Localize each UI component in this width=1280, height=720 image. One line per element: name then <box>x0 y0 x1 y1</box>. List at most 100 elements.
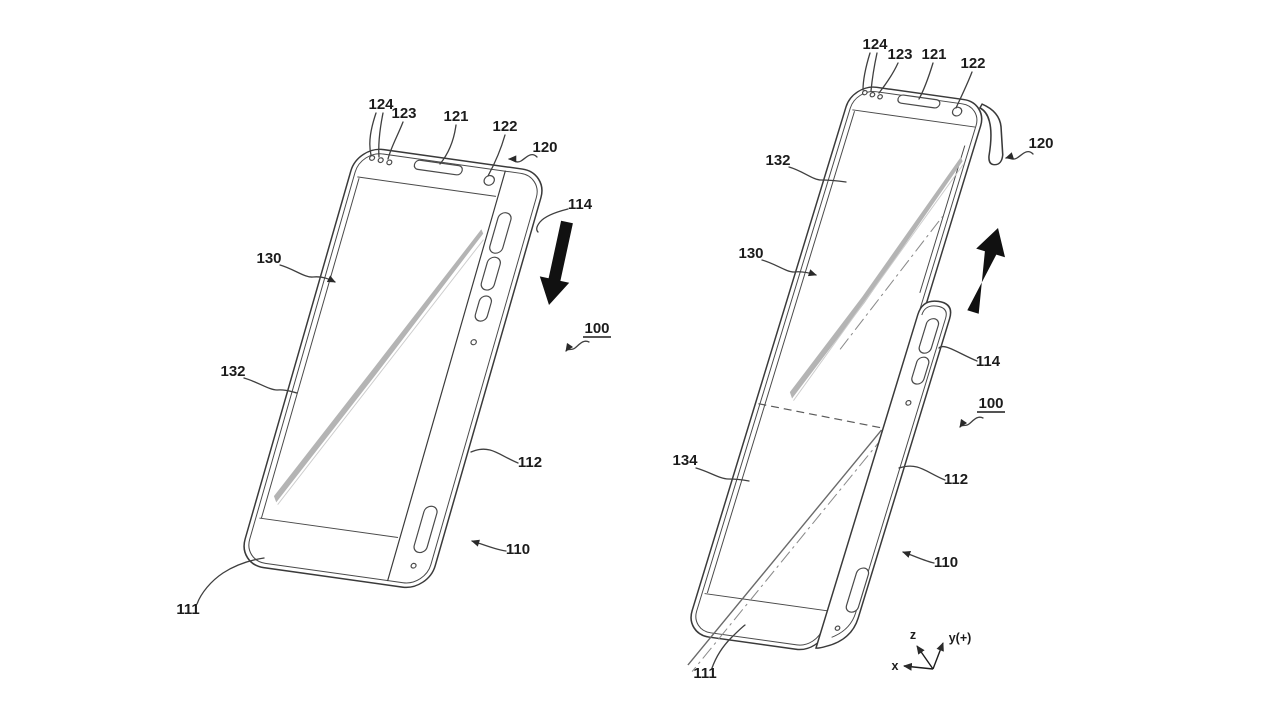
ref-label-123: 123 <box>887 46 912 63</box>
extended-screen-diagonal <box>687 429 883 666</box>
screen-reflection-thin <box>793 163 965 401</box>
leader-130-arrow <box>279 264 336 283</box>
side-speaker-slot <box>845 567 870 613</box>
ref-label-100: 100 <box>584 320 609 337</box>
leader-100-squiggle-arrow <box>959 416 984 428</box>
display-right-edge-line <box>919 145 966 293</box>
side-housing-panel <box>814 300 952 649</box>
ref-label-130: 130 <box>256 250 281 267</box>
upper-fold-centerline <box>839 215 944 350</box>
top-bezel-line <box>357 176 497 197</box>
ref-label-114: 114 <box>568 196 593 213</box>
leader-124-b <box>870 52 878 92</box>
earpiece-speaker-slot <box>413 159 463 176</box>
figure-left-leader-lines <box>196 112 611 605</box>
ref-label-124: 124 <box>368 96 394 113</box>
leader-112 <box>470 448 519 464</box>
side-panel-fold-line <box>386 170 506 582</box>
roll-boundary-dashed-line <box>758 403 885 429</box>
ref-label-132: 132 <box>765 152 790 169</box>
leader-132 <box>243 377 298 394</box>
leader-123 <box>878 62 899 94</box>
screen-reflection <box>789 156 963 399</box>
leader-121 <box>439 124 457 165</box>
leader-114 <box>938 345 978 362</box>
ref-label-112: 112 <box>944 471 968 488</box>
x-axis-arrow <box>903 662 934 671</box>
leader-120-squiggle-arrow <box>508 154 538 163</box>
screen-left-edge <box>706 111 856 594</box>
top-bezel-line <box>852 109 976 128</box>
figure-right-labels: 124 123 121 122 120 132 130 114 100 134 … <box>672 36 1053 682</box>
leader-110-arrow <box>902 551 935 564</box>
figure-left-compact-phone <box>243 148 573 589</box>
ref-label-121: 121 <box>921 46 946 63</box>
ref-label-122: 122 <box>492 118 517 135</box>
leader-100-squiggle-arrow <box>565 340 590 352</box>
volume-up-button <box>918 318 940 354</box>
screen-left-edge <box>260 178 360 519</box>
ref-label-120: 120 <box>532 139 557 156</box>
leader-111 <box>196 557 265 605</box>
leader-111 <box>711 624 746 669</box>
front-camera-lens <box>951 106 963 117</box>
sensor-dot <box>377 157 384 164</box>
leader-134 <box>695 467 750 482</box>
leader-124-b <box>378 112 384 158</box>
figure-right-leader-lines <box>695 52 1034 669</box>
sensor-dot <box>869 92 876 98</box>
volume-down-button <box>480 256 501 291</box>
side-speaker-slot <box>413 505 438 554</box>
leader-114 <box>536 208 569 233</box>
side-mic-hole <box>905 399 912 406</box>
ref-label-111: 111 <box>693 665 716 682</box>
leader-120-squiggle-arrow <box>1005 151 1034 160</box>
screen-reflection-thin <box>277 239 484 505</box>
ref-label-121: 121 <box>443 108 468 125</box>
axis-indicator: z y(+) x <box>892 628 972 673</box>
side-mic-hole <box>470 339 477 346</box>
ref-label-123: 123 <box>391 105 416 122</box>
ref-label-112: 112 <box>518 454 542 471</box>
z-axis-arrow <box>916 645 934 670</box>
ref-label-132: 132 <box>220 363 245 380</box>
ref-label-110: 110 <box>506 541 530 558</box>
ref-label-134: 134 <box>672 452 698 469</box>
power-button <box>474 295 493 322</box>
y-axis-label: y(+) <box>949 631 972 645</box>
phone-body-outline <box>243 148 543 589</box>
leader-121 <box>918 62 934 100</box>
figure-right-expanded-phone <box>687 86 1005 672</box>
slide-down-arrow <box>539 220 573 305</box>
leader-130-arrow <box>761 259 817 277</box>
screen-reflection <box>273 229 484 503</box>
leader-122 <box>955 71 973 109</box>
ref-label-100: 100 <box>978 395 1003 412</box>
z-axis-label: z <box>910 628 916 642</box>
volume-up-button <box>489 212 512 254</box>
ref-label-120: 120 <box>1028 135 1053 152</box>
x-axis-label: x <box>892 659 899 673</box>
volume-down-button <box>911 356 930 385</box>
ref-label-111: 111 <box>176 601 199 618</box>
side-pin-hole <box>834 625 841 631</box>
sensor-dot <box>368 155 376 161</box>
figure-left-labels: 124 123 121 122 120 114 130 132 100 112 … <box>176 96 609 618</box>
sensor-dot <box>386 159 393 166</box>
bottom-chin-line <box>259 517 399 538</box>
ref-label-124: 124 <box>862 36 888 53</box>
side-pin-hole <box>410 562 417 569</box>
rolled-display-curl <box>978 103 1004 166</box>
leader-123 <box>387 121 404 160</box>
ref-label-130: 130 <box>738 245 763 262</box>
phone-body-inner-line <box>248 153 538 584</box>
lower-fold-centerline <box>691 435 885 672</box>
leader-124-a <box>862 52 871 91</box>
side-housing-inner-line <box>831 305 947 638</box>
leader-122 <box>487 134 506 177</box>
leader-132 <box>788 166 847 183</box>
bottom-chin-line <box>704 593 828 612</box>
ref-label-122: 122 <box>960 55 985 72</box>
